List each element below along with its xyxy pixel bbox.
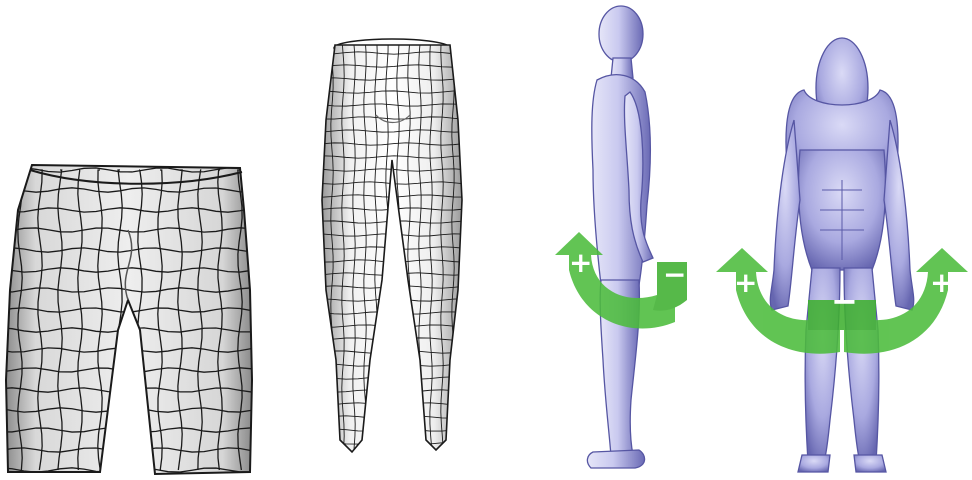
front-right-plus-sign: + <box>930 266 953 299</box>
side-body <box>587 6 653 468</box>
side-plus-sign: + <box>569 246 592 279</box>
side-minus-sign: − <box>663 258 686 291</box>
side-figure-panel: + − <box>535 0 710 480</box>
front-left-plus-sign: + <box>734 266 757 299</box>
side-view-figure-illustration: + − <box>535 0 710 480</box>
shorts-mesh-illustration <box>0 0 270 480</box>
shorts-mesh-panel <box>0 0 270 480</box>
pants-mesh-illustration <box>290 0 490 480</box>
front-center-minus-sign: − <box>831 282 858 320</box>
pants-mesh-panel <box>290 0 490 480</box>
front-bent-figure-illustration: + − + <box>712 0 972 480</box>
front-figure-panel: + − + <box>712 0 972 480</box>
